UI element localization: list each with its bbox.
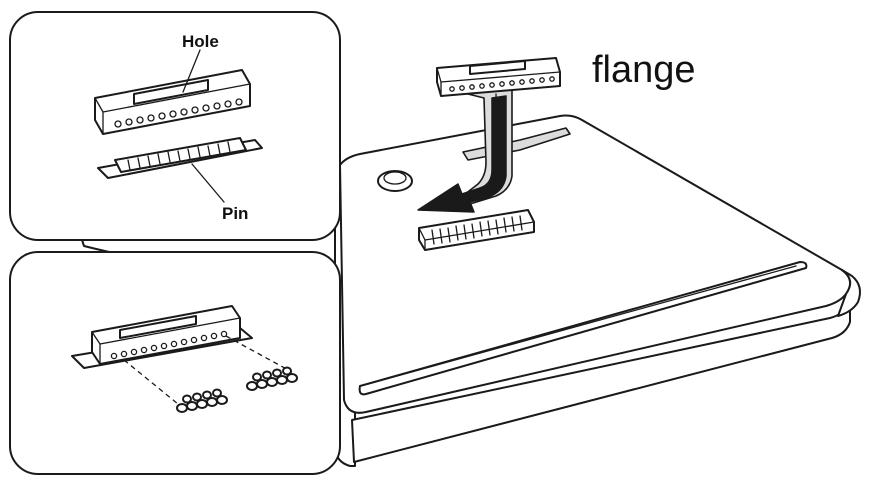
housing-with-holes — [94, 69, 251, 135]
base-board — [334, 114, 861, 467]
inset-top: Hole Pin — [9, 11, 341, 255]
flange-connector — [436, 57, 561, 97]
hole-label: Hole — [182, 32, 219, 51]
flange-label: flange — [592, 49, 696, 91]
insert-arrow — [417, 95, 507, 213]
pin-header — [97, 137, 263, 179]
board-connector — [418, 209, 535, 251]
inset-bottom — [9, 251, 341, 475]
loose-pins-right — [246, 366, 298, 391]
pin-label: Pin — [222, 204, 248, 223]
loose-pins-left — [176, 388, 228, 413]
